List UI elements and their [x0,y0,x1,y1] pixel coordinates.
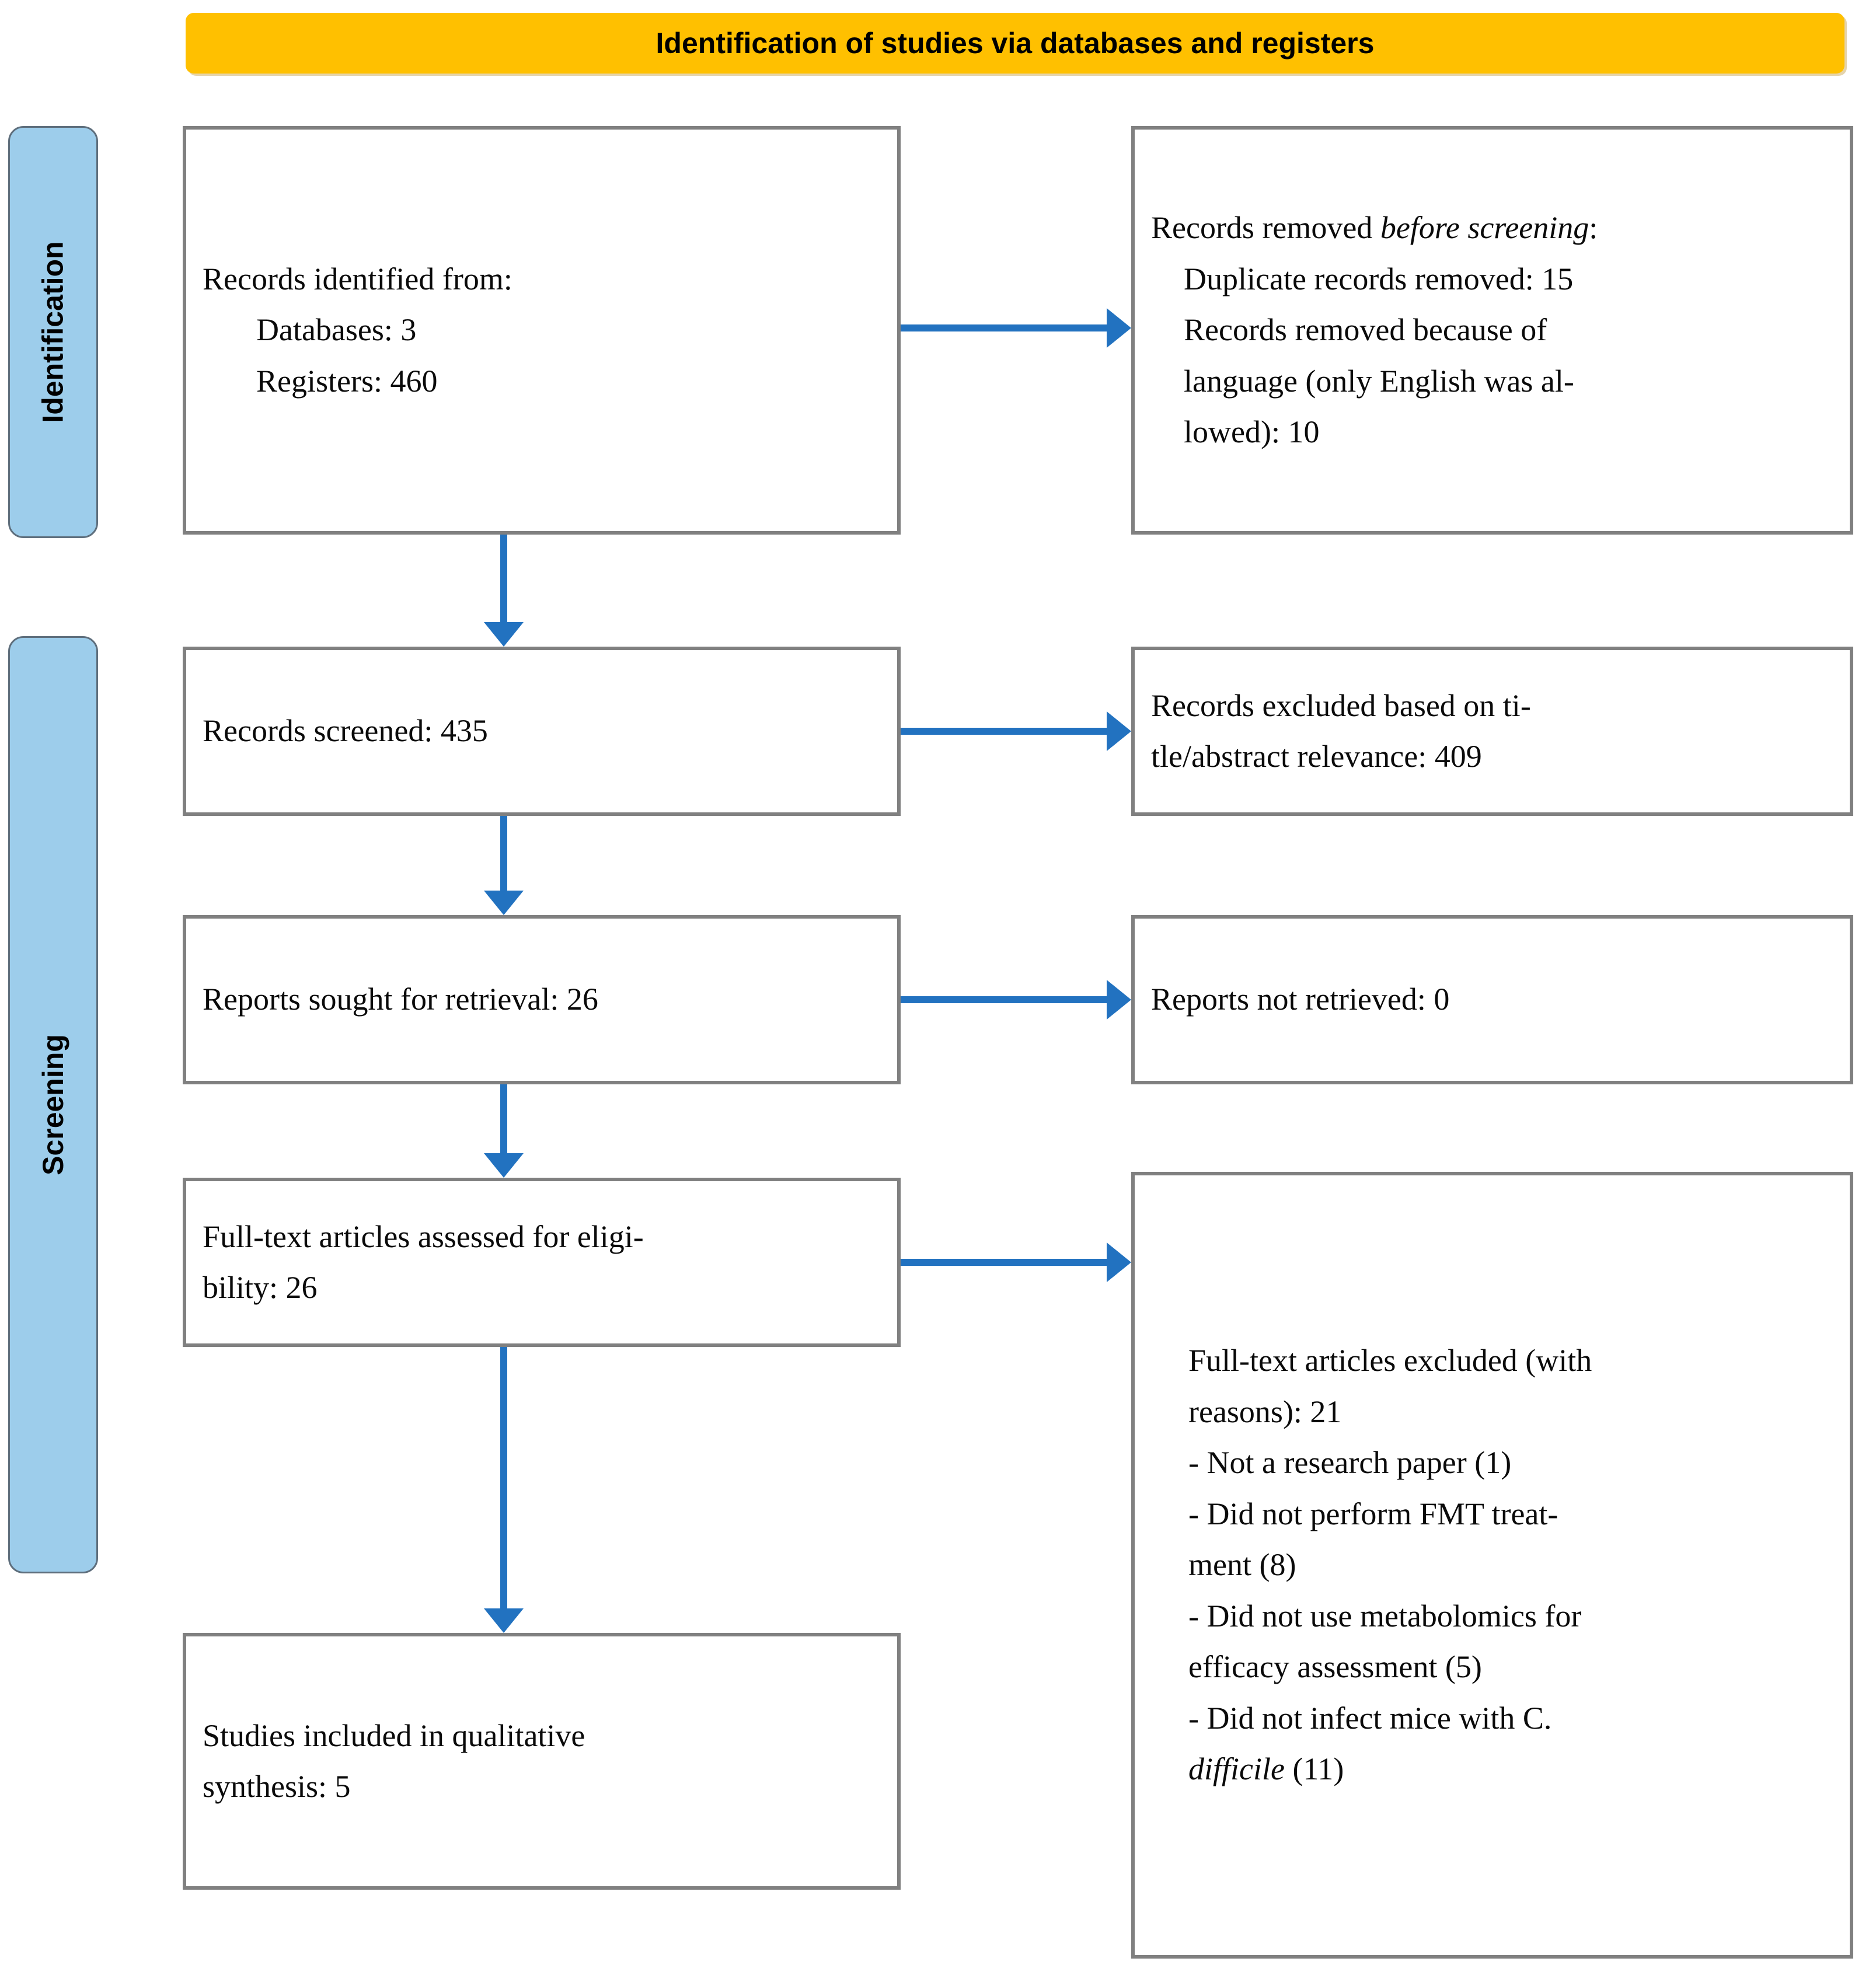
box-reports-sought-for-retrieval: Reports sought for retrieval: 26 [183,915,901,1084]
box-records-identified: Records identified from: Databases: 3 Re… [183,126,901,535]
box-studies-included-body: Studies included in qualitative synthesi… [186,1711,897,1813]
banner-identification-header: Identification of studies via databases … [186,13,1844,74]
box-studies-included: Studies included in qualitative synthesi… [183,1633,901,1890]
records-identified-heading: Records identified from: [203,261,512,296]
records-removed-heading-prefix: Records removed [1151,210,1380,246]
fulltext-assessed-line-2: bility: 26 [203,1270,318,1305]
stage-label-identification: Identification [8,126,98,538]
studies-included-line-2: synthesis: 5 [203,1769,351,1804]
records-identified-registers: Registers: 460 [256,363,438,399]
arrow-screened-to-sought [500,816,507,892]
records-screened-text: Records screened: 435 [203,713,488,749]
records-excluded-line-2: tle/abstract relevance: 409 [1151,739,1482,774]
duplicate-records-removed: Duplicate records removed: 15 [1184,261,1574,296]
species-name-difficile: difficile [1188,1751,1285,1787]
exclusion-reason-no-metabolomics-line-1: - Did not use metabolomics for [1188,1598,1582,1634]
box-records-identified-body: Records identified from: Databases: 3 Re… [186,254,897,407]
arrow-identified-to-removed [901,324,1108,331]
arrow-sought-to-not-retrieved [901,996,1108,1003]
records-removed-language-line-1: Records removed because of [1184,312,1547,348]
fulltext-excluded-line-2: reasons): 21 [1188,1394,1342,1429]
exclusion-reason-no-infection-line-1: - Did not infect mice with C. [1188,1700,1552,1736]
box-fulltext-assessed-eligibility: Full-text articles assessed for eligi- b… [183,1178,901,1347]
exclusion-reason-not-research-paper: - Not a research paper (1) [1188,1445,1512,1481]
box-records-excluded-body: Records excluded based on ti- tle/abstra… [1135,680,1850,783]
exclusion-reason-no-infection-line-2: difficile (11) [1188,1744,1833,1795]
box-records-screened-body: Records screened: 435 [186,706,897,756]
records-removed-language-line-3: lowed): 10 [1184,414,1320,450]
box-fulltext-assessed-body: Full-text articles assessed for eligi- b… [186,1212,897,1314]
box-records-removed-before-screening: Records removed before screening: Duplic… [1131,126,1853,535]
exclusion-reason-no-infection-count: (11) [1284,1751,1344,1787]
fulltext-excluded-line-1: Full-text articles excluded (with [1188,1343,1592,1378]
box-records-removed-body: Records removed before screening: Duplic… [1135,203,1850,458]
exclusion-reason-no-metabolomics-line-2: efficacy assessment (5) [1188,1649,1482,1685]
arrow-identified-to-screened [500,535,507,623]
arrow-sought-to-fulltext [500,1084,507,1154]
records-excluded-line-1: Records excluded based on ti- [1151,687,1531,723]
box-records-screened: Records screened: 435 [183,647,901,816]
reports-not-retrieved-text: Reports not retrieved: 0 [1151,982,1450,1017]
records-removed-language-line-2: language (only English was al- [1184,363,1574,399]
arrow-fulltext-to-excluded [901,1259,1108,1266]
arrow-fulltext-to-included [500,1347,507,1610]
records-removed-heading-suffix: : [1589,210,1598,246]
exclusion-reason-no-fmt-line-2: ment (8) [1188,1547,1296,1583]
exclusion-reason-no-fmt-line-1: - Did not perform FMT treat- [1188,1496,1558,1531]
box-records-excluded-title-abstract: Records excluded based on ti- tle/abstra… [1131,647,1853,816]
box-reports-not-retrieved: Reports not retrieved: 0 [1131,915,1853,1084]
records-identified-databases: Databases: 3 [256,312,417,348]
stage-label-screening: Screening [8,636,98,1573]
box-reports-sought-body: Reports sought for retrieval: 26 [186,974,897,1025]
banner-title: Identification of studies via databases … [655,27,1375,60]
studies-included-line-1: Studies included in qualitative [203,1718,585,1753]
fulltext-assessed-line-1: Full-text articles assessed for eligi- [203,1219,644,1254]
box-reports-not-retrieved-body: Reports not retrieved: 0 [1135,974,1850,1025]
box-fulltext-excluded-body: Full-text articles excluded (with reason… [1135,1335,1850,1795]
box-fulltext-excluded-with-reasons: Full-text articles excluded (with reason… [1131,1172,1853,1959]
stage-label-screening-text: Screening [37,1034,69,1175]
records-removed-heading: Records removed before screening: [1151,203,1833,253]
arrow-screened-to-excluded [901,728,1108,735]
stage-label-identification-text: Identification [37,241,70,423]
records-removed-heading-italic: before screening [1380,210,1589,246]
reports-sought-text: Reports sought for retrieval: 26 [203,982,598,1017]
